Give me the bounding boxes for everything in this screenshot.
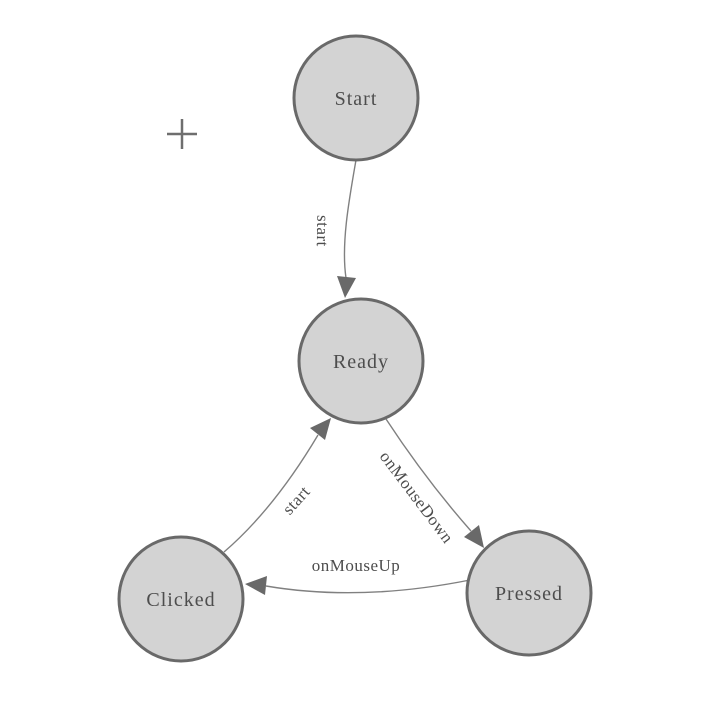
edge-clicked-to-ready: start: [223, 418, 331, 553]
arrowhead-icon: [310, 418, 331, 440]
node-ready[interactable]: Ready: [297, 297, 425, 425]
node-ready-circle[interactable]: [297, 297, 425, 425]
edge-pressed-to-clicked-path[interactable]: [265, 579, 471, 594]
edge-start-to-ready: start: [313, 159, 357, 298]
crosshair-cursor-icon: [167, 119, 197, 149]
edge-start-to-ready-path[interactable]: [343, 159, 357, 279]
edge-ready-to-pressed-path[interactable]: [385, 418, 472, 532]
arrowhead-icon: [337, 276, 356, 298]
node-clicked-circle[interactable]: [117, 535, 245, 663]
edge-label-onmouseup: onMouseUp: [312, 556, 401, 575]
edge-label-start-1: start: [313, 215, 333, 247]
node-start[interactable]: Start: [292, 34, 420, 162]
arrowhead-icon: [245, 576, 267, 595]
node-pressed[interactable]: Pressed: [465, 529, 593, 657]
arrowhead-icon: [464, 525, 484, 548]
node-clicked[interactable]: Clicked: [117, 535, 245, 663]
node-pressed-circle[interactable]: [465, 529, 593, 657]
edge-ready-to-pressed: onMouseDown: [376, 418, 484, 548]
node-start-circle[interactable]: [292, 34, 420, 162]
edge-pressed-to-clicked: onMouseUp: [245, 556, 471, 595]
edge-clicked-to-ready-path[interactable]: [223, 434, 319, 553]
